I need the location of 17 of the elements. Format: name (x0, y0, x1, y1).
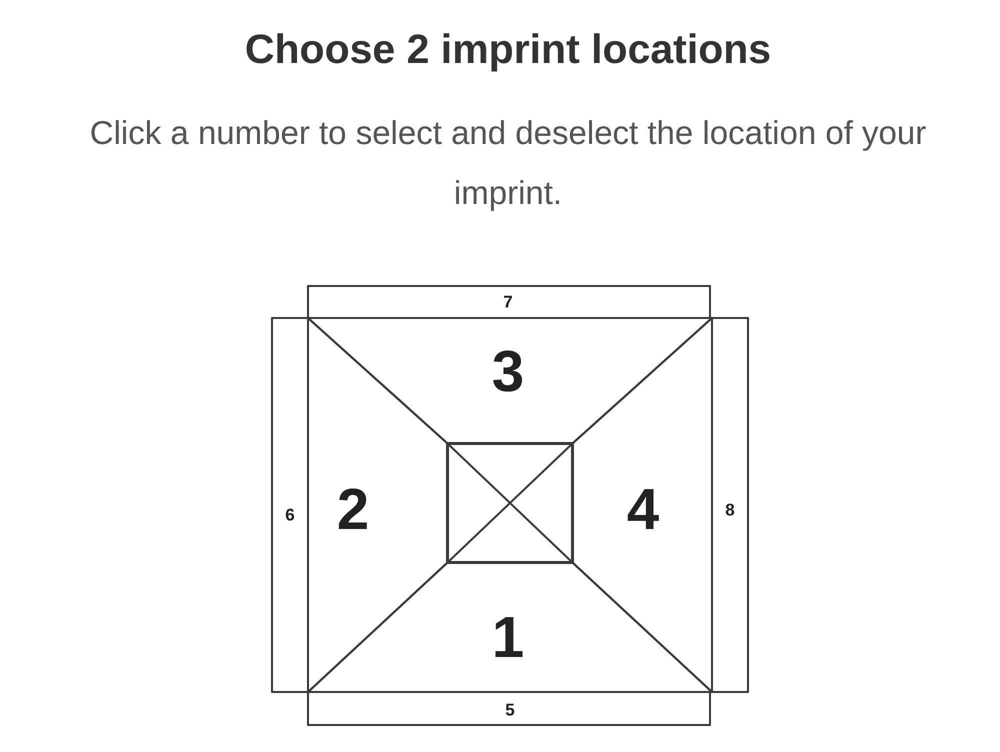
border-strip (308, 286, 710, 318)
location-number: 2 (336, 481, 370, 539)
instruction-text: Click a number to select and deselect the location of your imprint. (88, 113, 928, 213)
heading: Choose 2 imprint locations (244, 26, 772, 72)
location-number: 6 (285, 506, 295, 524)
location-number: 7 (503, 294, 513, 310)
location-number: 4 (626, 481, 660, 539)
border-strip (712, 318, 748, 692)
border-strip (308, 692, 710, 725)
border-strip (272, 318, 308, 692)
trapezoid-panel (308, 563, 712, 692)
trapezoid-panel (308, 318, 447, 692)
location-number: 3 (492, 343, 524, 401)
location-number: 5 (505, 702, 515, 718)
location-number: 8 (725, 502, 735, 518)
trapezoid-panel (308, 318, 712, 443)
location-number: 1 (492, 609, 524, 667)
